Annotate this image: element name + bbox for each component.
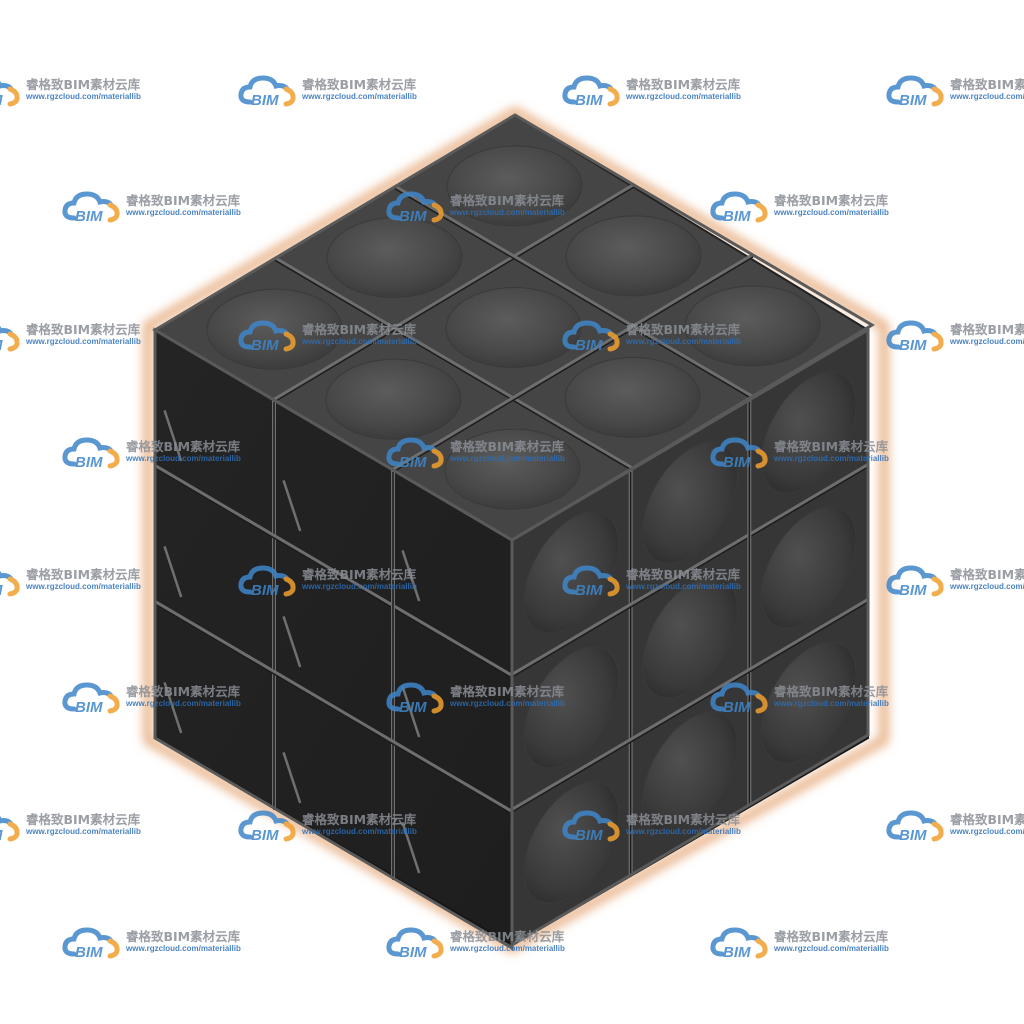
left-panel-brace	[282, 616, 302, 668]
right-panel-seam	[510, 598, 870, 812]
top-panel-seam-shadow	[392, 256, 754, 473]
top-panel-dome	[445, 286, 582, 369]
top-panel-seam-shadow	[394, 188, 753, 400]
top-panel-dome	[444, 428, 581, 510]
top-panel-dome	[446, 145, 583, 227]
top-panel-dome	[325, 358, 462, 440]
top-panel-dome	[564, 356, 701, 439]
left-panel-brace	[163, 410, 183, 462]
right-panel-dome	[641, 576, 739, 699]
right-panel-seam-shadow	[511, 601, 869, 813]
top-panel-dome	[326, 216, 463, 299]
right-panel-seam	[510, 463, 870, 677]
left-panel-brace	[163, 682, 183, 734]
top-panel-seam	[393, 184, 754, 399]
right-panel-dome	[760, 506, 857, 629]
top-panel-dome	[684, 285, 821, 367]
right-panel-dome	[760, 641, 857, 764]
left-panel-seam	[153, 464, 514, 678]
right-panel-dome	[641, 711, 739, 834]
left-panel-brace	[282, 752, 302, 804]
top-panel-seam	[391, 253, 755, 472]
right-panel-dome	[523, 646, 620, 769]
left-panel-brace	[401, 822, 421, 874]
left-panel-brace	[282, 480, 302, 532]
top-panel-dome	[565, 215, 702, 297]
left-panel-seam	[153, 600, 514, 814]
left-face-frame	[153, 327, 514, 951]
top-panel-seam	[273, 256, 634, 471]
right-panel-seam-shadow	[511, 466, 869, 678]
left-panel-seam-shadow	[154, 603, 513, 815]
left-panel-seam-shadow	[154, 467, 513, 679]
panel-braces	[163, 410, 421, 874]
top-panel-seam-shadow	[273, 186, 635, 403]
top-panel-seam	[272, 183, 636, 402]
panel-seams	[152, 113, 875, 951]
panel-domes	[206, 145, 857, 904]
top-panel-dome	[206, 288, 343, 370]
left-panel-brace	[401, 550, 421, 602]
left-panel-brace	[163, 546, 183, 598]
top-panel-seam-shadow	[274, 259, 633, 471]
